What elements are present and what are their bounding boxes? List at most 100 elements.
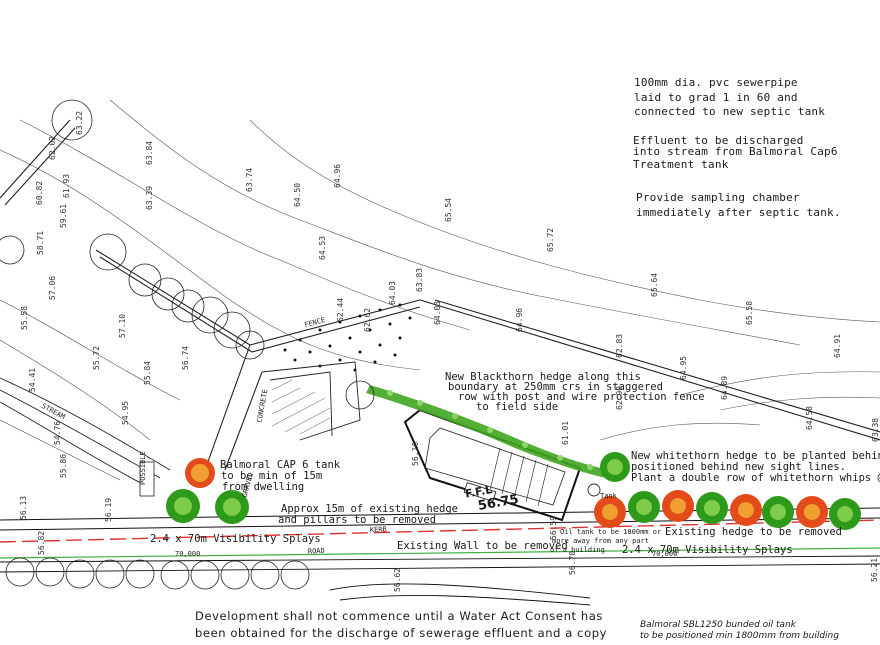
spot-level: 63.74	[245, 168, 254, 192]
note-line: Treatment tank	[633, 158, 729, 171]
tree-orange-core	[804, 504, 820, 520]
existing-trees	[0, 99, 375, 410]
dot	[293, 358, 297, 362]
note-line: of a building	[550, 546, 605, 554]
hedge-circle	[250, 560, 280, 590]
fence-line-far-west-inner	[4, 127, 76, 206]
note-line: more away from any part	[552, 537, 649, 545]
hedge-circle	[125, 559, 155, 589]
note-line: been obtained for the discharge of sewer…	[195, 626, 607, 640]
dot	[398, 336, 402, 340]
note-line: Plant a double row of whitethorn whips @…	[631, 472, 880, 484]
spot-level: 54.41	[28, 368, 37, 392]
dot	[368, 328, 372, 332]
tree-circle	[151, 277, 185, 311]
dot	[358, 350, 362, 354]
dot	[283, 348, 287, 352]
driveway-inner	[269, 371, 333, 437]
possible-tank-outline	[139, 461, 155, 497]
fence-line-north	[249, 299, 421, 346]
dot	[393, 353, 397, 357]
hedge-circle	[65, 559, 95, 589]
tank-label: Tank	[600, 492, 618, 500]
tree-green-core	[607, 459, 623, 475]
spot-level: 56.16	[411, 442, 420, 466]
dot	[358, 314, 362, 318]
dot	[338, 320, 342, 324]
possible-label: POSSIBLE	[139, 451, 147, 485]
contour-line	[0, 299, 181, 401]
note-line: to be min of 15m	[221, 470, 322, 482]
house-inner-wall	[424, 427, 566, 506]
spot-level: 55.72	[92, 346, 101, 370]
road-curve	[329, 583, 591, 599]
tree-orange-core	[191, 464, 209, 482]
ffl-value: 56.75	[477, 492, 520, 514]
tree-orange-core	[738, 502, 754, 518]
fence-line-west	[95, 249, 251, 346]
note-line: Oil tank to be 1800mm or	[560, 528, 661, 536]
note-line: laid to grad 1 in 60 and	[634, 91, 798, 104]
note-oil-italic: Balmoral SBL1250 bunded oil tank to be p…	[640, 620, 839, 641]
tree-green-core	[704, 500, 720, 516]
hedge-blob	[587, 464, 593, 470]
tree-circle	[213, 311, 251, 349]
tree-green-core	[174, 497, 192, 515]
hedge-circle	[280, 560, 310, 590]
road-label: ROAD	[308, 547, 325, 556]
spot-level: 63.38	[871, 418, 880, 442]
contour-line	[0, 419, 121, 481]
note-hedge-removal: Approx 15m of existing hedge and pillars…	[278, 503, 458, 526]
house-outline	[403, 408, 582, 522]
contour-line	[599, 422, 761, 441]
note-visibility-right: 2.4 x 70m Visibility Splays	[622, 544, 793, 556]
note-visibility-left: 2.4 x 70m Visibility Splays	[150, 533, 321, 545]
note-blackthorn: New Blackthorn hedge along this boundary…	[445, 371, 705, 413]
stream-bank	[0, 401, 151, 489]
note-line: Approx 15m of existing hedge	[281, 503, 458, 515]
dot	[373, 360, 377, 364]
fence-line-south-west	[204, 344, 251, 471]
note-line: Balmoral CAP 6 tank	[220, 459, 341, 471]
hatch-line	[271, 379, 293, 391]
spot-level: 62.44	[336, 298, 345, 322]
dot	[398, 303, 402, 307]
note-line: Effluent to be discharged	[633, 134, 804, 147]
note-line: to be positioned min 1800mm from buildin…	[640, 631, 839, 641]
spot-level: 64.95	[679, 356, 688, 380]
tree-circle	[345, 380, 375, 410]
note-line: Balmoral SBL1250 bunded oil tank	[640, 620, 797, 630]
spot-level: 56.70	[568, 551, 577, 575]
contour-line	[679, 371, 880, 396]
note-line: from dwelling	[222, 481, 304, 493]
dot	[308, 350, 312, 354]
spot-level: 56.21	[870, 558, 879, 582]
dot	[338, 358, 342, 362]
ffl-label: F.F.L	[464, 483, 493, 501]
house	[403, 408, 582, 522]
spot-level: 63.22	[75, 111, 84, 135]
fence-line-east-outer	[434, 299, 880, 433]
spot-level: 64.03	[388, 281, 397, 305]
note-existing-wall: Existing Wall to be removed	[397, 540, 568, 552]
contour-line	[0, 149, 421, 371]
tree-circle	[235, 330, 265, 360]
spot-level: 57.10	[118, 314, 127, 338]
hedge-circle	[190, 560, 220, 590]
spot-level: 64.89	[720, 376, 729, 400]
contour-lines	[0, 99, 880, 481]
note-effluent: Effluent to be discharged into stream fr…	[633, 134, 837, 171]
spot-level: 56.62	[393, 568, 402, 592]
hatch-line	[271, 387, 301, 403]
contour-line	[0, 339, 151, 441]
dot	[378, 343, 382, 347]
spot-level: 56.13	[19, 496, 28, 520]
contour-line	[249, 119, 880, 323]
hedge-blob	[487, 427, 493, 433]
spot-level: 62.02	[48, 136, 57, 160]
roof-line	[513, 455, 525, 499]
hedge-blob	[387, 390, 393, 396]
spot-level: 61.93	[62, 174, 71, 198]
